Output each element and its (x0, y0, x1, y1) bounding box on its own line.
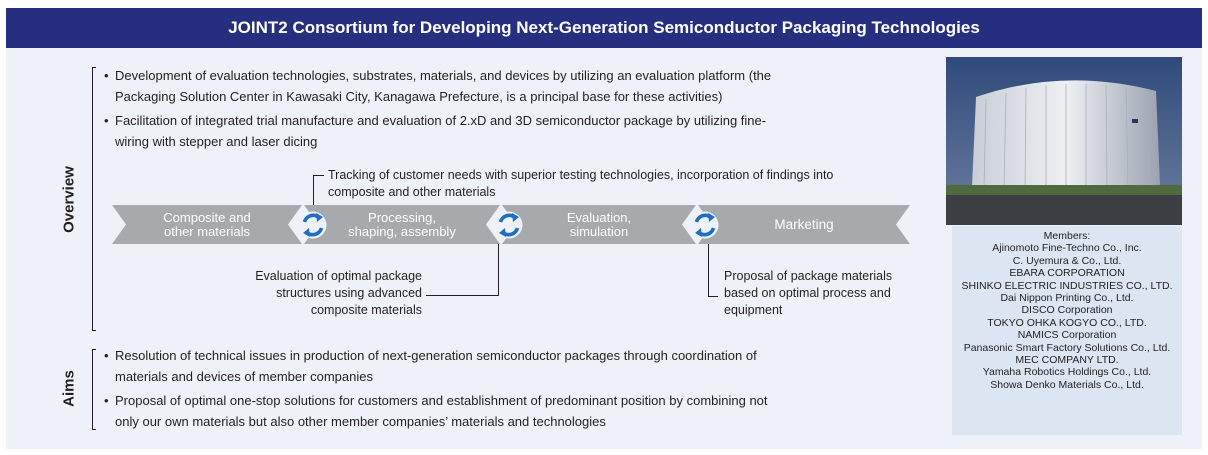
aims-bullet-2: • Proposal of optimal one-stop solutions… (104, 390, 924, 432)
bullet-icon: • (104, 348, 109, 363)
page-title-text: JOINT2 Consortium for Developing Next-Ge… (228, 18, 980, 37)
member-item: TOKYO OHKA KOGYO CO., LTD. (987, 316, 1147, 329)
building-photo (946, 57, 1182, 225)
callout-left-line1: Evaluation of optimal package (255, 269, 422, 283)
stage-3-line1: Evaluation, (566, 209, 632, 225)
overview-bullet-1-text: Development of evaluation technologies, … (115, 65, 771, 107)
member-item: Dai Nippon Printing Co., Ltd. (1000, 292, 1134, 305)
member-item: NAMICS Corporation (1017, 329, 1117, 342)
stage-composite-materials: Composite and other materials (112, 205, 302, 244)
aims-bullet-1-line2: materials and devices of member companie… (115, 369, 373, 384)
member-item: Panasonic Smart Factory Solutions Co., L… (963, 341, 1171, 354)
member-item: C. Uyemura & Co., Ltd. (1012, 254, 1122, 267)
members-list: Members: Ajinomoto Fine-Techno Co., Inc.… (952, 226, 1182, 435)
overview-label: Overview (60, 166, 78, 233)
overview-bracket-bottom (92, 330, 96, 331)
callout-right-connector (708, 244, 718, 297)
overview-bullet-2: • Facilitation of integrated trial manuf… (104, 110, 914, 152)
callout-left-line3: composite materials (310, 303, 422, 317)
member-item: Yamaha Robotics Holdings Co., Ltd. (982, 366, 1152, 379)
callout-top-line1: Tracking of customer needs with superior… (328, 168, 834, 182)
aims-bracket-top (92, 349, 96, 350)
stage-evaluation-text: Evaluation, simulation (567, 211, 631, 239)
stage-evaluation: Evaluation, simulation (502, 205, 696, 244)
member-item: Ajinomoto Fine-Techno Co., Inc. (992, 242, 1142, 255)
aims-bracket-bottom (92, 429, 96, 430)
callout-right-line3: equipment (724, 303, 783, 317)
callout-right-line2: based on optimal process and (724, 286, 891, 300)
aims-bullet-2-line1: Proposal of optimal one-stop solutions f… (115, 393, 768, 408)
overview-bullet-1-line2: Packaging Solution Center in Kawasaki Ci… (115, 89, 723, 104)
overview-bullet-2-text: Facilitation of integrated trial manufac… (115, 110, 766, 152)
member-item: Showa Denko Materials Co., Ltd. (990, 378, 1144, 391)
stage-2-line2: shaping, assembly (348, 223, 456, 239)
aims-bullet-1: • Resolution of technical issues in prod… (104, 345, 924, 387)
overview-bullets: • Development of evaluation technologies… (104, 65, 914, 152)
page-title: JOINT2 Consortium for Developing Next-Ge… (6, 8, 1202, 48)
stage-processing-text: Processing, shaping, assembly (348, 211, 456, 239)
aims-bullet-1-line1: Resolution of technical issues in produc… (115, 348, 757, 363)
callout-top-connector (313, 175, 324, 213)
overview-bullet-2-line2: wiring with stepper and laser dicing (115, 134, 318, 149)
stage-composite-materials-text: Composite and other materials (163, 211, 250, 239)
overview-bracket (92, 67, 93, 330)
aims-bullet-2-line2: only our own materials but also other me… (115, 414, 606, 429)
cycle-arrows-icon (299, 211, 327, 239)
overview-bracket-top (92, 67, 96, 68)
stage-3-line2: simulation (569, 223, 629, 239)
stage-4-line1: Marketing (774, 216, 834, 232)
overview-bullet-1-line1: Development of evaluation technologies, … (115, 68, 772, 83)
callout-top: Tracking of customer needs with superior… (328, 167, 938, 201)
stage-1-line1: Composite and (163, 209, 251, 225)
building-image (946, 57, 1182, 225)
bullet-icon: • (104, 393, 109, 408)
stage-marketing: Marketing (698, 205, 910, 244)
aims-bullet-1-text: Resolution of technical issues in produc… (115, 345, 757, 387)
stage-2-line1: Processing, (368, 209, 436, 225)
cycle-arrows-icon (495, 211, 523, 239)
aims-bullets: • Resolution of technical issues in prod… (104, 345, 924, 432)
overview-bullet-1: • Development of evaluation technologies… (104, 65, 914, 107)
cycle-arrows-icon (691, 211, 719, 239)
aims-label: Aims (60, 370, 78, 407)
callout-left-connector (426, 244, 499, 296)
callout-left: Evaluation of optimal package structures… (218, 268, 422, 319)
overview-bullet-2-line1: Facilitation of integrated trial manufac… (115, 113, 767, 128)
member-item: DISCO Corporation (1021, 304, 1113, 317)
bullet-icon: • (104, 113, 109, 128)
member-item: SHINKO ELECTRIC INDUSTRIES CO., LTD. (961, 279, 1173, 292)
aims-bracket (92, 349, 93, 429)
stage-1-line2: other materials (164, 223, 250, 239)
member-item: MEC COMPANY LTD. (1015, 354, 1119, 367)
stage-processing: Processing, shaping, assembly (304, 205, 500, 244)
callout-right: Proposal of package materials based on o… (724, 268, 924, 319)
members-heading: Members: (1043, 230, 1091, 242)
bullet-icon: • (104, 68, 109, 83)
aims-bullet-2-text: Proposal of optimal one-stop solutions f… (115, 390, 768, 432)
callout-left-line2: structures using advanced (276, 286, 422, 300)
callout-top-line2: composite and other materials (328, 185, 496, 199)
member-item: EBARA CORPORATION (1009, 267, 1125, 280)
callout-right-line1: Proposal of package materials (724, 269, 893, 283)
